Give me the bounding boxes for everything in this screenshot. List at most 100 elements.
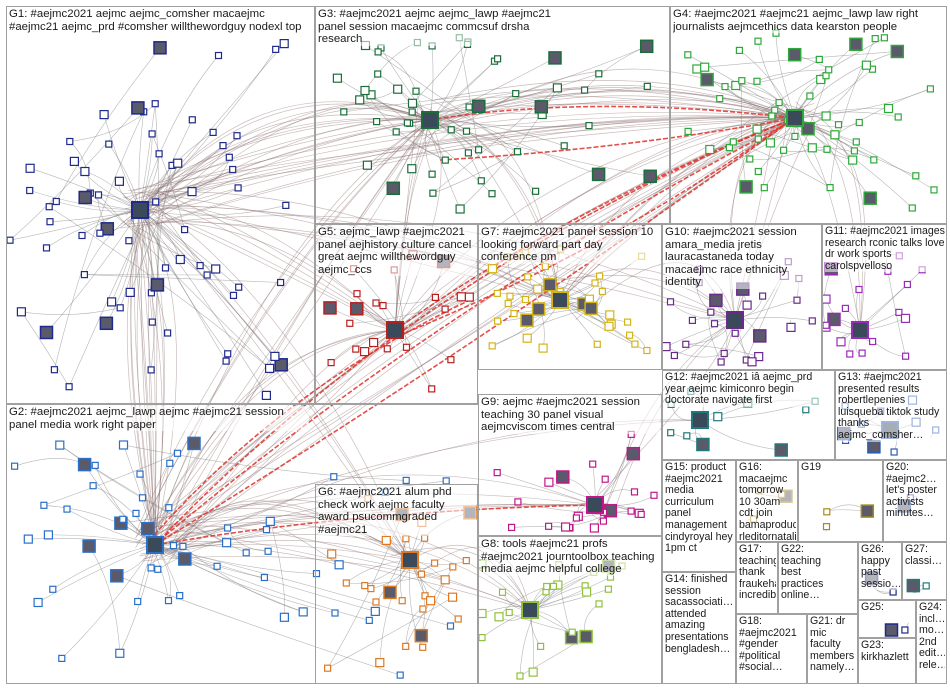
edge (138, 119, 431, 534)
node (178, 552, 192, 566)
node (786, 322, 796, 332)
edge (584, 46, 647, 91)
edge (140, 543, 411, 561)
edge (120, 102, 431, 225)
node (196, 262, 204, 270)
edge (128, 117, 796, 192)
edge (156, 117, 796, 225)
node (688, 316, 697, 324)
node (900, 313, 911, 323)
node (584, 301, 598, 316)
node (568, 628, 576, 636)
edge (139, 169, 233, 211)
hub-node (146, 536, 164, 554)
node (524, 273, 532, 281)
edge (393, 269, 407, 348)
node (148, 318, 156, 326)
node (23, 534, 33, 544)
node (372, 598, 380, 606)
node (771, 106, 779, 114)
node (894, 113, 902, 121)
node (631, 340, 639, 348)
node (277, 278, 285, 287)
edge (439, 68, 796, 141)
edge (376, 121, 446, 161)
node (863, 191, 877, 205)
node (846, 350, 854, 358)
node (683, 432, 691, 440)
edge (394, 103, 419, 331)
edge (378, 51, 417, 92)
node (396, 671, 404, 679)
node (477, 177, 485, 185)
node (270, 351, 280, 361)
node (131, 101, 145, 115)
node (324, 664, 332, 672)
node (630, 488, 639, 496)
node (802, 406, 810, 414)
node (506, 292, 514, 300)
node (449, 563, 457, 571)
node (428, 385, 436, 393)
node (165, 504, 173, 512)
node (822, 522, 831, 531)
node (386, 181, 401, 196)
node (383, 585, 397, 600)
node (836, 337, 846, 347)
edge-red (154, 117, 796, 546)
node (717, 358, 725, 366)
group-label-g22: G22: teaching best practices online… (781, 544, 831, 602)
edge (149, 119, 431, 537)
node (808, 317, 816, 325)
group-label-g3: G3: #aejmc2021 aejmc aejmc_lawp #aejmc21… (318, 8, 568, 46)
node (478, 633, 486, 642)
node (707, 308, 715, 316)
node (402, 642, 410, 651)
node (214, 51, 223, 60)
edge (794, 51, 898, 119)
edge (37, 544, 156, 603)
edge (139, 209, 239, 288)
group-label-g7: G7: #aejmc2021 panel session 10 looking … (481, 226, 660, 264)
edge (399, 538, 407, 601)
node (754, 37, 762, 45)
node (448, 592, 458, 602)
node (472, 99, 486, 114)
node (908, 204, 916, 212)
node (330, 473, 338, 481)
node (164, 329, 172, 337)
edge (349, 296, 470, 324)
node (119, 515, 127, 523)
node (498, 588, 507, 596)
node (327, 359, 335, 367)
node (520, 313, 534, 327)
edge (14, 458, 85, 467)
node (901, 626, 909, 634)
node (591, 167, 606, 182)
node (682, 340, 690, 348)
node (392, 128, 400, 136)
edge (142, 556, 531, 611)
edge (167, 329, 396, 565)
node (488, 342, 496, 350)
node (504, 299, 512, 308)
node (541, 262, 550, 271)
node (55, 440, 65, 450)
node (599, 517, 608, 525)
node (150, 278, 165, 292)
node (580, 86, 589, 94)
node (821, 294, 831, 304)
node (414, 628, 429, 643)
node (791, 132, 799, 140)
node (465, 103, 473, 111)
node (684, 127, 692, 135)
edge (139, 209, 276, 357)
edge (141, 223, 156, 546)
node (852, 138, 860, 146)
node (801, 121, 815, 136)
edge (148, 213, 156, 546)
group-label-g2: G2: #aejmc2021 aejmc_lawp aejmc #aejmc21… (9, 406, 309, 432)
node (821, 111, 831, 121)
node (709, 293, 723, 308)
node (754, 135, 762, 143)
